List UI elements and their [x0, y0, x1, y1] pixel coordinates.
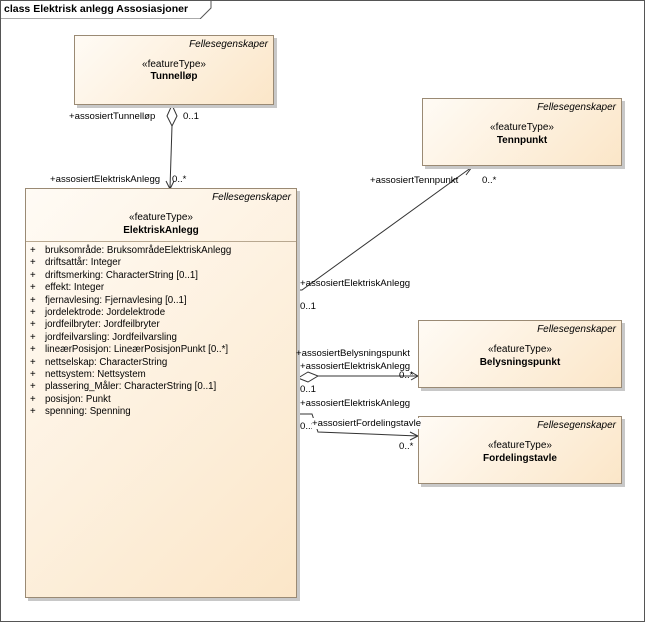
attribute-text: jordelektrode: Jordelektrode: [45, 306, 166, 318]
visibility-marker: +: [30, 269, 36, 281]
class-name: Belysningspunkt: [479, 357, 561, 368]
visibility-marker: +: [30, 368, 36, 380]
class-name: Tennpunkt: [496, 135, 548, 146]
class-name: ElektriskAnlegg: [123, 225, 199, 236]
role-label: +assosiertElektriskAnlegg: [300, 398, 411, 409]
class-name: Fordelingstavle: [483, 453, 557, 464]
class-tennpunkt[interactable]: Fellesegenskaper «featureType» Tennpunkt: [422, 98, 622, 166]
attribute-row: + nettsystem: Nettsystem: [30, 369, 292, 381]
aggregation-diamond-icon: [166, 103, 178, 128]
attribute-row: + jordfeilvarsling: Jordfeilvarsling: [30, 332, 292, 344]
class-fordelingstavle[interactable]: Fellesegenskaper «featureType» Fordeling…: [418, 416, 622, 484]
attribute-text: driftsmerking: CharacterString [0..1]: [45, 269, 198, 281]
attribute-text: posisjon: Punkt: [45, 393, 111, 405]
attribute-row: + spenning: Spenning: [30, 406, 292, 418]
attribute-row: + driftsmerking: CharacterString [0..1]: [30, 270, 292, 282]
visibility-marker: +: [30, 282, 36, 294]
attribute-text: nettsystem: Nettsystem: [45, 368, 146, 380]
role-label: +assosiertTennpunkt: [370, 175, 459, 186]
attribute-row: + jordfeilbryter: Jordfeilbryter: [30, 319, 292, 331]
attribute-text: lineærPosisjon: LineærPosisjonPunkt [0..…: [45, 344, 229, 356]
role-label: +assosiertElektriskAnlegg: [300, 278, 411, 289]
stereotype-label: «featureType»: [488, 344, 552, 355]
visibility-marker: +: [30, 245, 36, 256]
diagram-title: class Elektrisk anlegg Assosiasjoner: [4, 3, 189, 15]
class-tunnellop[interactable]: Fellesegenskaper «featureType» Tunnelløp: [74, 35, 274, 105]
attribute-list: + bruksområde: BruksområdeElektriskAnlegg…: [30, 245, 292, 418]
visibility-marker: +: [30, 356, 36, 368]
package-label: Fellesegenskaper: [212, 192, 291, 203]
attribute-text: effekt: Integer: [45, 282, 105, 294]
class-elektrisk-anlegg[interactable]: Fellesegenskaper «featureType» Elektrisk…: [25, 188, 297, 598]
visibility-marker: +: [30, 406, 36, 418]
role-label: +assosiertFordelingstavle: [312, 418, 422, 429]
visibility-marker: +: [30, 257, 36, 269]
attribute-text: driftsattår: Integer: [45, 257, 121, 269]
attribute-text: jordfeilvarsling: Jordfeilvarsling: [45, 331, 177, 343]
visibility-marker: +: [30, 306, 36, 318]
attribute-row: + posisjon: Punkt: [30, 394, 292, 406]
attribute-text: plassering_Måler: CharacterString [0..1]: [45, 381, 217, 393]
attribute-row: + effekt: Integer: [30, 282, 292, 294]
stereotype-label: «featureType»: [142, 59, 206, 70]
tennpunkt-association-line: [296, 166, 473, 291]
stereotype-label: «featureType»: [488, 440, 552, 451]
multiplicity-label: 0..1: [300, 421, 317, 432]
attribute-row: + fjernavlesing: Fjernavlesing [0..1]: [30, 295, 292, 307]
visibility-marker: +: [30, 393, 36, 405]
visibility-marker: +: [30, 319, 36, 331]
stereotype-label: «featureType»: [490, 122, 554, 133]
package-label: Fellesegenskaper: [537, 324, 616, 335]
multiplicity-label: 0..1: [300, 301, 317, 312]
multiplicity-label: 0..*: [399, 370, 414, 381]
attribute-text: spenning: Spenning: [45, 406, 131, 418]
attribute-row: + driftsattår: Integer: [30, 257, 292, 269]
package-label: Fellesegenskaper: [537, 102, 616, 113]
multiplicity-label: 0..1: [300, 384, 317, 395]
attribute-row: + jordelektrode: Jordelektrode: [30, 307, 292, 319]
stereotype-label: «featureType»: [129, 212, 193, 223]
multiplicity-label: 0..1: [183, 111, 200, 122]
visibility-marker: +: [30, 331, 36, 343]
aggregation-diamond-icon: [296, 371, 320, 383]
visibility-marker: +: [30, 381, 36, 393]
attribute-text: fjernavlesing: Fjernavlesing [0..1]: [45, 294, 187, 306]
attribute-text: nettselskap: CharacterString: [45, 356, 168, 368]
attribute-row: + nettselskap: CharacterString: [30, 357, 292, 369]
attribute-row: + plassering_Måler: CharacterString [0..1…: [30, 381, 292, 393]
attribute-text: bruksområde: BruksområdeElektriskAnlegg: [45, 245, 232, 256]
arrow-head-icon: [461, 165, 473, 176]
tunnel-association-line: [169, 125, 173, 189]
role-label: +assosiertElektriskAnlegg: [300, 361, 411, 372]
multiplicity-label: 0..*: [399, 441, 414, 452]
attribute-row: + lineærPosisjon: LineærPosisjonPunkt [0.…: [30, 344, 292, 356]
class-name: Tunnelløp: [150, 71, 198, 82]
class-divider: [26, 241, 296, 242]
frame-title-tab: [0, 0, 212, 19]
class-belysningspunkt[interactable]: Fellesegenskaper «featureType» Belysning…: [418, 320, 622, 388]
role-label: +assosiertTunnelløp: [69, 111, 156, 122]
role-label: +assosiertElektriskAnlegg: [50, 174, 161, 185]
attribute-row: + bruksområde: BruksområdeElektriskAnlegg: [30, 245, 292, 257]
visibility-marker: +: [30, 294, 36, 306]
multiplicity-label: 0..*: [172, 174, 187, 185]
package-label: Fellesegenskaper: [189, 39, 268, 50]
attribute-text: jordfeilbryter: Jordfeilbryter: [45, 319, 160, 331]
multiplicity-label: 0..*: [482, 175, 497, 186]
role-label: +assosiertBelysningspunkt: [296, 348, 410, 359]
visibility-marker: +: [30, 344, 36, 356]
package-label: Fellesegenskaper: [537, 420, 616, 431]
